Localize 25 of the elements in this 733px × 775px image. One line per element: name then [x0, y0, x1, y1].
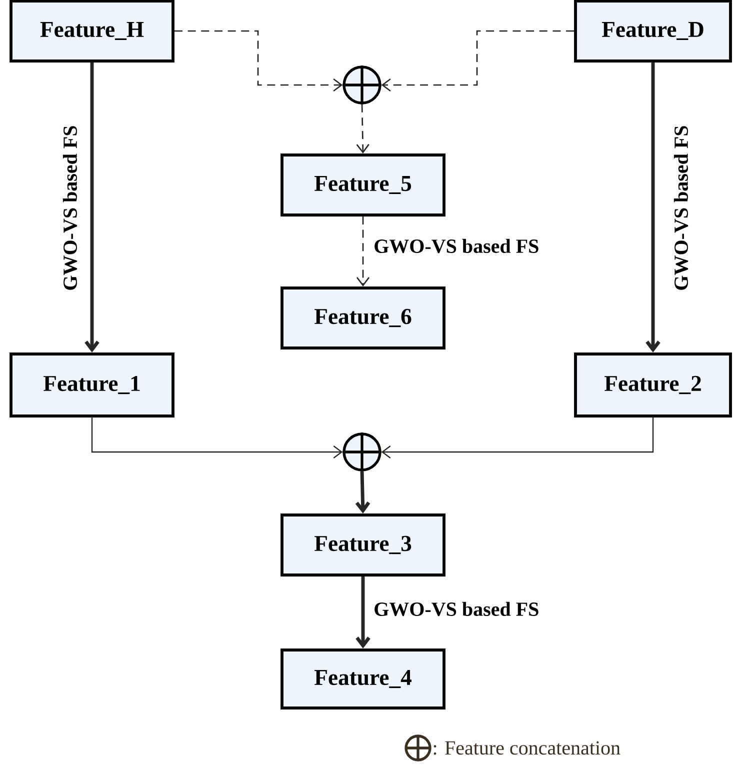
arrow — [91, 417, 343, 458]
arrow — [356, 104, 370, 154]
arrow — [84, 62, 100, 353]
feature-box: Feature_4 — [280, 648, 446, 710]
arrow — [381, 417, 654, 458]
legend-text: : Feature concatenation — [434, 741, 620, 755]
concatenation-symbol — [341, 64, 383, 106]
feature-box: Feature_1 — [10, 352, 174, 418]
feature-box: Feature_3 — [280, 514, 446, 576]
arrow — [356, 576, 370, 649]
arrow — [381, 30, 574, 92]
feature-box: Feature_H — [10, 0, 174, 62]
arrow — [355, 471, 370, 514]
feature-box: Feature_D — [574, 0, 732, 62]
edge-label: GWO-VS based FS — [672, 124, 690, 292]
edge-label: GWO-VS based FS — [62, 124, 78, 292]
feature-box: Feature_5 — [280, 154, 446, 216]
feature-box: Feature_6 — [280, 286, 446, 350]
edge-label: GWO-VS based FS — [372, 238, 541, 254]
arrow — [356, 216, 370, 287]
edge-label: GWO-VS based FS — [372, 600, 541, 618]
concatenation-symbol — [341, 431, 383, 473]
arrow — [646, 62, 660, 353]
feature-box: Feature_2 — [574, 352, 732, 418]
arrow — [174, 30, 343, 92]
